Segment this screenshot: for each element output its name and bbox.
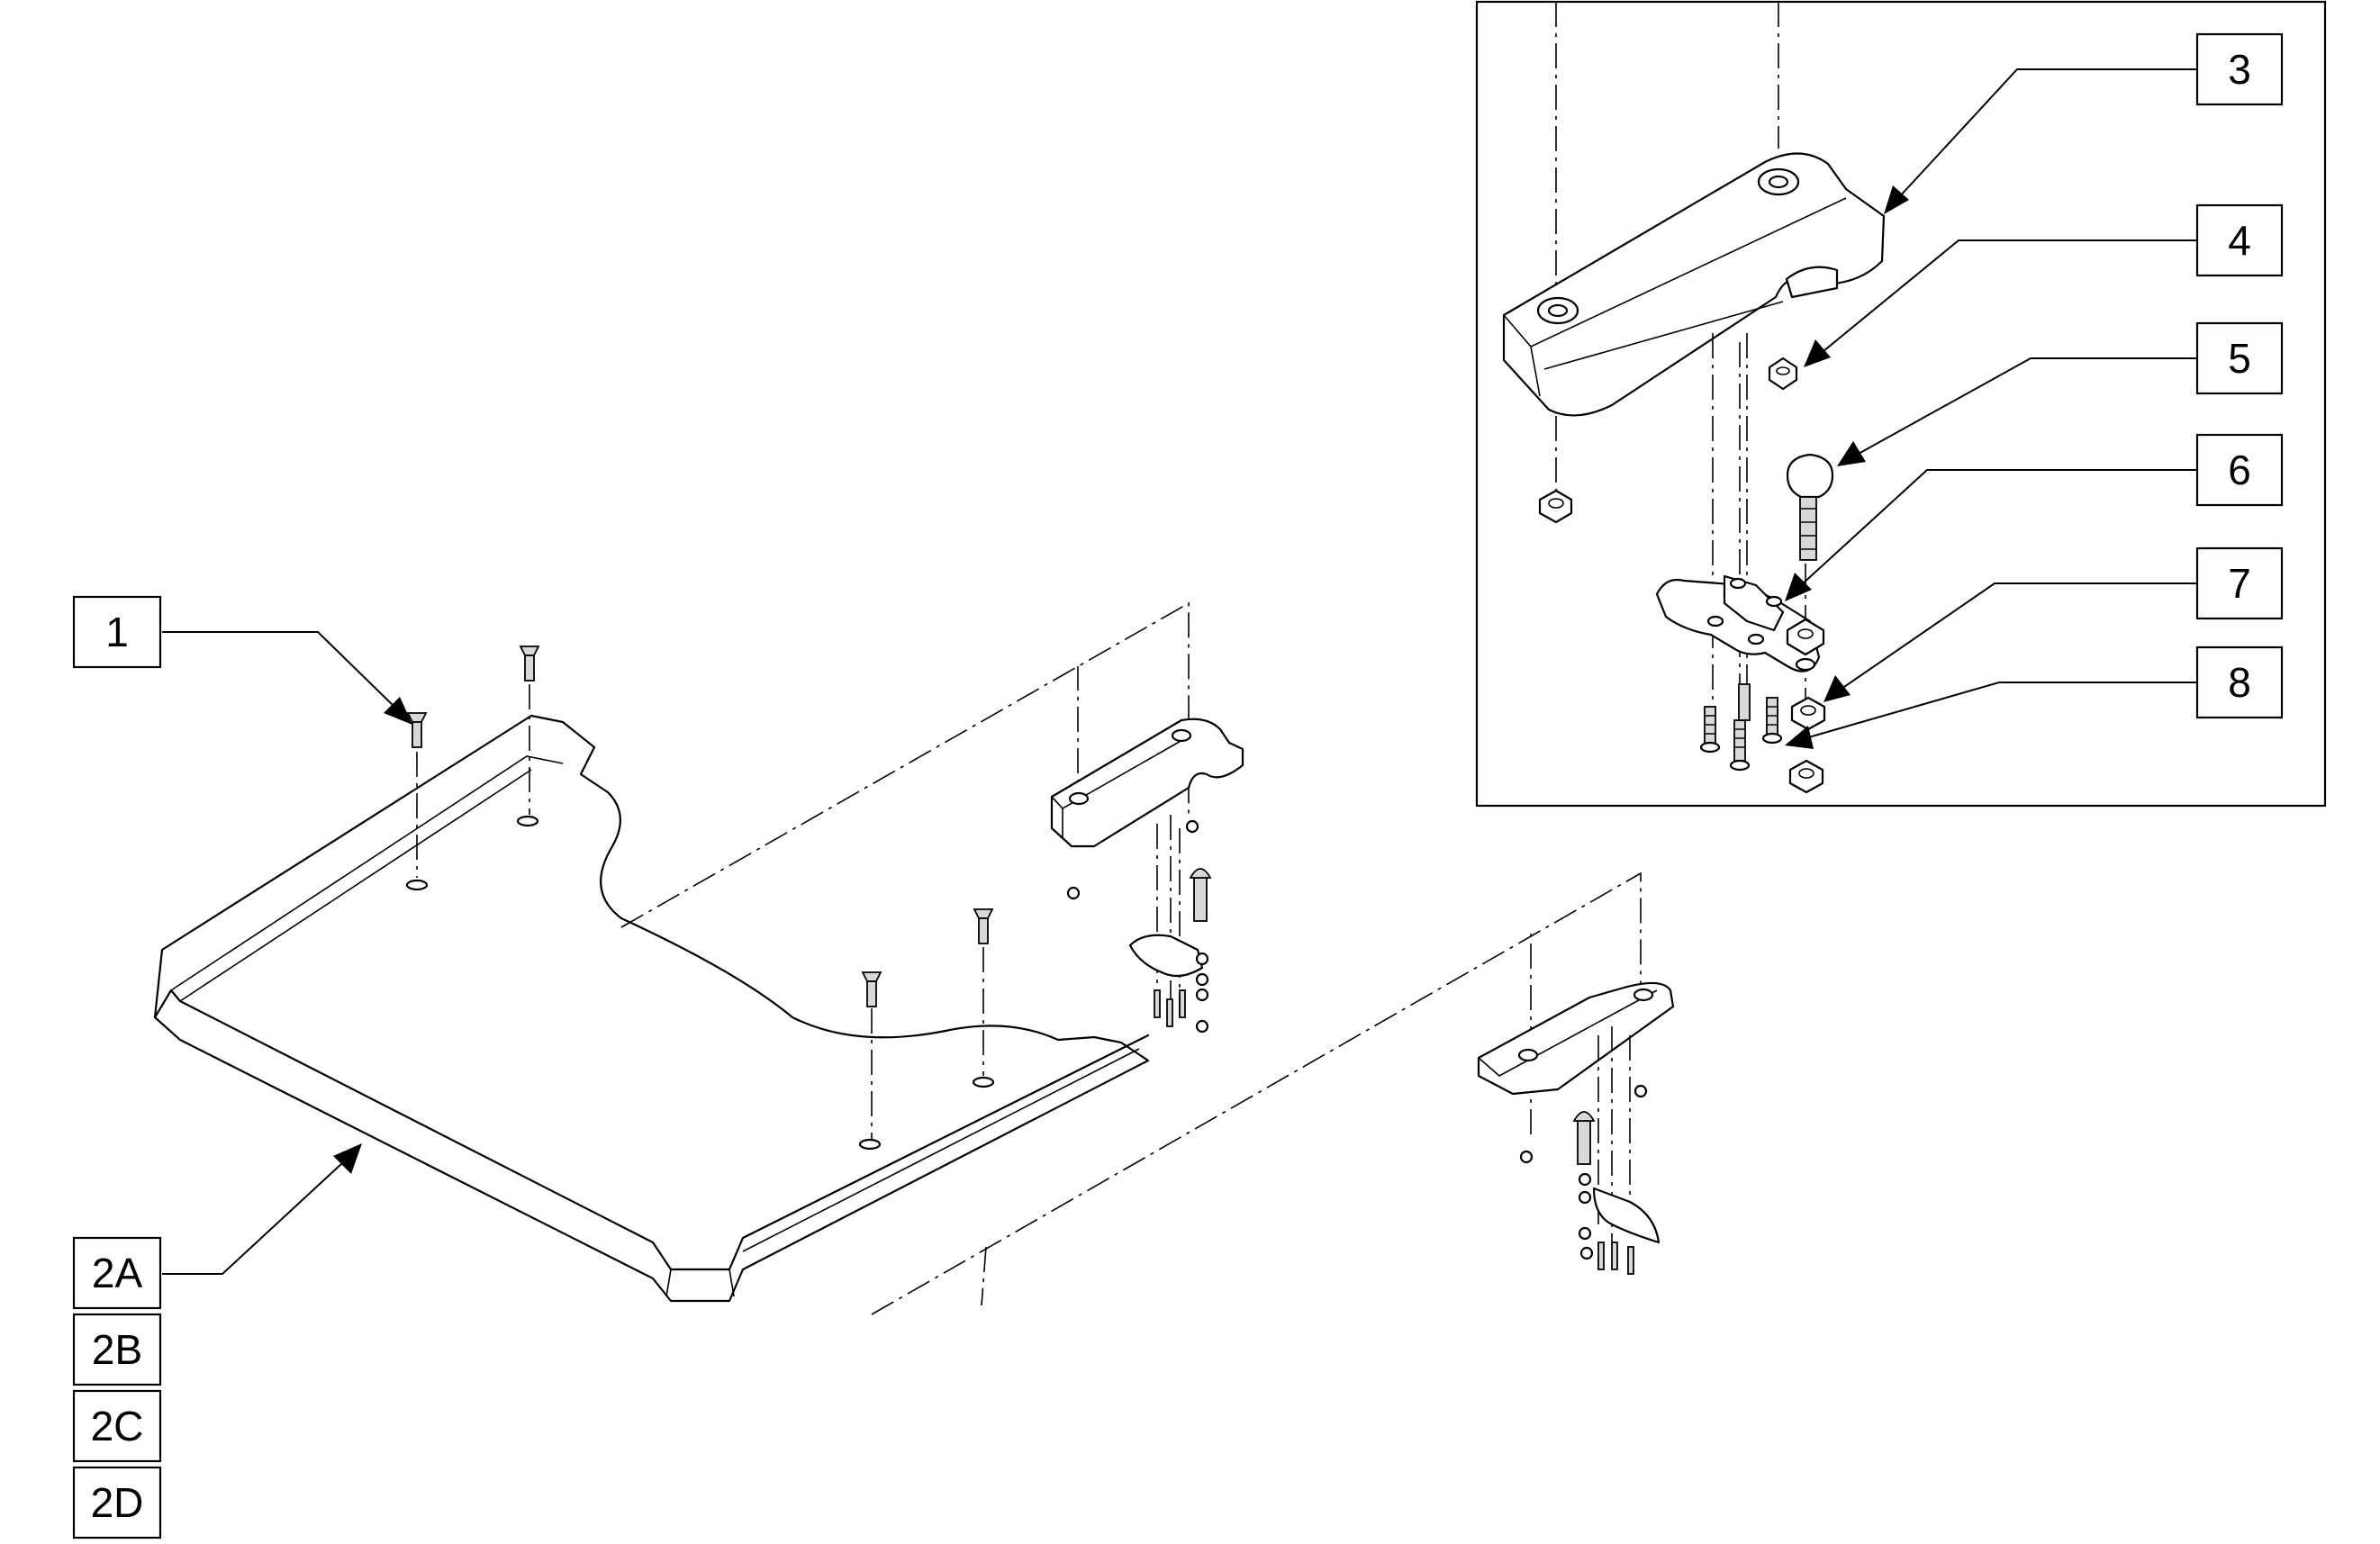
leader-8 xyxy=(1785,682,2197,749)
callout-2b: 2B xyxy=(72,1313,162,1386)
callout-7-label: 7 xyxy=(2228,560,2251,607)
leader-6 xyxy=(1785,469,2197,601)
callout-2a-label: 2A xyxy=(92,1250,143,1296)
leader-5 xyxy=(1837,357,2197,466)
callout-2a: 2A xyxy=(72,1236,162,1310)
callout-3: 3 xyxy=(2195,32,2284,106)
leader-4 xyxy=(1804,239,2197,367)
callout-1-label: 1 xyxy=(105,609,129,655)
callout-8: 8 xyxy=(2195,646,2284,719)
lower-mount-bracket xyxy=(1477,981,1675,1096)
detail-nut-left xyxy=(1538,489,1573,524)
callout-5-label: 5 xyxy=(2228,335,2251,382)
callout-2d-label: 2D xyxy=(91,1479,144,1526)
callout-6: 6 xyxy=(2195,433,2284,507)
callout-3-label: 3 xyxy=(2228,46,2251,93)
detail-latch-assembly xyxy=(1655,333,1834,794)
lower-latch-hardware xyxy=(1519,1026,1661,1275)
upper-mount-bracket xyxy=(1050,718,1244,848)
callout-7: 7 xyxy=(2195,546,2284,620)
seat-hole xyxy=(858,1138,882,1151)
countersunk-screws xyxy=(406,646,994,1007)
callout-1: 1 xyxy=(72,595,162,669)
seat-hole xyxy=(516,815,539,827)
callout-5: 5 xyxy=(2195,321,2284,395)
leader-2a xyxy=(162,1143,362,1275)
callout-4-label: 4 xyxy=(2228,217,2251,264)
callout-4: 4 xyxy=(2195,203,2284,277)
upper-latch-hardware xyxy=(1066,815,1212,1034)
callout-6-label: 6 xyxy=(2228,447,2251,493)
detail-mount-bracket xyxy=(1502,2,1886,495)
seat-hole xyxy=(405,879,429,891)
leader-3 xyxy=(1884,68,2197,214)
seat-pan xyxy=(153,714,1150,1303)
callout-2c: 2C xyxy=(72,1389,162,1463)
seat-hole xyxy=(972,1076,995,1088)
leader-7 xyxy=(1823,582,2197,702)
callout-2d: 2D xyxy=(72,1466,162,1539)
detail-view-frame xyxy=(1475,0,2327,808)
callout-2c-label: 2C xyxy=(91,1403,144,1449)
leader-1 xyxy=(162,631,412,725)
callout-8-label: 8 xyxy=(2228,659,2251,706)
callout-2b-label: 2B xyxy=(92,1326,142,1373)
